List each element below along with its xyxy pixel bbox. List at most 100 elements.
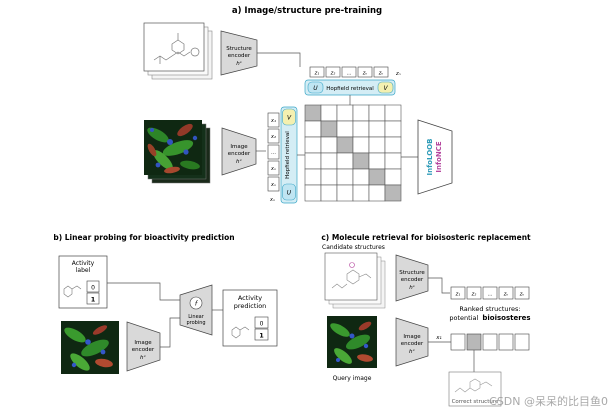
matrix-cell [320, 168, 338, 186]
matrix-cell [304, 152, 322, 170]
matrix-cell [320, 136, 338, 154]
structure-encoder-label-2: encoder [228, 53, 251, 59]
retrieved-cell [466, 333, 482, 351]
matrix-cell [336, 184, 354, 202]
structure-encoder-label-1: Structure [226, 46, 252, 52]
image-encoder-c-label-1: Image [403, 334, 421, 340]
matrix-cell [304, 120, 322, 138]
linear-probing-block: f Linear probing [179, 284, 213, 336]
matrix-cell [352, 136, 370, 154]
matrix-cell [384, 152, 402, 170]
z-label-5: zₙ [378, 71, 384, 77]
x-label-2: x₂ [270, 134, 276, 140]
matrix-diagonal-cell [320, 120, 338, 138]
section-b: b) Linear probing for bioactivity predic… [53, 233, 278, 374]
matrix-cell [384, 120, 402, 138]
matrix-cell [320, 184, 338, 202]
query-image-label: Query image [333, 375, 372, 382]
image-encoder-label-2: encoder [228, 151, 251, 157]
v-token-top [377, 81, 394, 94]
z-c-label-4: zₙ [503, 292, 509, 298]
connector-structure-to-row [257, 52, 301, 67]
x-label-3: … [271, 150, 276, 156]
bioisosteres-text: bioisosteres [482, 314, 530, 322]
x1-label: x₁ [435, 335, 441, 341]
structure-encoder-c-label-2: encoder [401, 277, 424, 283]
svg-text:potential bioisosteres: potential bioisosteres [449, 314, 530, 322]
structure-encoder-a: Structure encoder hˢ [220, 30, 258, 76]
matrix-cell [304, 184, 322, 202]
section-a-title: a) Image/structure pre-training [232, 6, 382, 16]
ranked-structures-text-1: Ranked structures: [459, 305, 520, 313]
image-encoder-b: Image encoder hˣ [126, 321, 161, 372]
section-c: c) Molecule retrieval for bioisosteric r… [321, 233, 531, 407]
connector-encoder-to-probe [160, 317, 180, 348]
image-encoder-label-3: hˣ [236, 159, 242, 165]
x-tail-label: xₙ [269, 197, 275, 203]
similarity-matrix [297, 95, 418, 202]
candidate-molecule-card [324, 252, 386, 309]
image-encoder-b-label-3: hˣ [140, 355, 146, 361]
u-token-side [282, 183, 296, 201]
activity-prediction-text-2: prediction [234, 302, 267, 310]
matrix-cell [352, 184, 370, 202]
image-encoder-a: Image encoder hˣ [221, 127, 257, 176]
u-token-top [307, 81, 324, 94]
matrix-cell [384, 168, 402, 186]
loss-block: InfoLOOB InfoNCE [417, 119, 453, 195]
hopfield-retrieval-horizontal: U Hopfield retrieval V [304, 79, 396, 96]
activity-label-text-2: label [76, 267, 91, 274]
connector-label-to-probe [107, 282, 180, 301]
matrix-cell [368, 152, 386, 170]
matrix-cell [384, 104, 402, 122]
activity-label-box: Activity label 0 1 [58, 255, 108, 309]
hopfield-label-horizontal: Hopfield retrieval [326, 86, 374, 92]
section-a: a) Image/structure pre-training Structur… [143, 6, 453, 204]
activity-prediction-text-1: Activity [238, 294, 262, 302]
matrix-diagonal-cell [304, 104, 322, 122]
z-row-a: z₁ z₂ … zₙ zₙ zₙ [309, 66, 401, 78]
u-label-side: U [287, 190, 292, 197]
structure-encoder-label-3: hˢ [236, 61, 242, 67]
molecule-card-a [143, 22, 213, 80]
correct-structure-box: Correct structure [448, 371, 502, 407]
matrix-cell [304, 168, 322, 186]
molecule-icon-prediction [231, 326, 250, 339]
z-label-4: zₙ [362, 71, 368, 77]
label-value-0: 0 [91, 285, 95, 292]
linear-probing-label-2: probing [186, 320, 205, 326]
z-c-label-5: zₙ [519, 292, 525, 298]
z-label-3: … [347, 71, 352, 77]
molecule-icon-small [63, 285, 82, 298]
z-c-label-3: … [488, 292, 493, 298]
matrix-cell [368, 120, 386, 138]
z-tail-label: zₙ [395, 71, 401, 77]
matrix-cell [352, 120, 370, 138]
hopfield-label-vertical: Hopfield retrieval [285, 131, 291, 179]
matrix-cell [336, 104, 354, 122]
structure-encoder-c: Structure encoder hˢ [395, 254, 429, 302]
f-symbol: f [195, 300, 199, 308]
x-label-4: xₙ [270, 166, 276, 172]
matrix-cell [368, 104, 386, 122]
candidate-structures-label: Candidate structures [322, 244, 385, 251]
microscopy-image-a [144, 120, 211, 184]
matrix-cell [320, 152, 338, 170]
molecule-icon-c [331, 262, 372, 289]
matrix-cell [368, 184, 386, 202]
matrix-cell [304, 136, 322, 154]
infoloob-label: InfoLOOB [426, 139, 434, 176]
z-c-label-2: z₂ [471, 292, 477, 298]
cell-texture [147, 123, 200, 174]
ranked-structures-label: Ranked structures: potential bioisostere… [449, 305, 530, 322]
matrix-diagonal-cell [352, 152, 370, 170]
z-label-1: z₁ [314, 71, 320, 77]
image-encoder-c-label-3: hˣ [409, 349, 415, 355]
query-image [327, 316, 377, 368]
linear-probing-label-1: Linear [188, 314, 204, 320]
f-circle [189, 296, 203, 310]
v-token-side [282, 108, 296, 126]
label-value-1: 1 [91, 296, 96, 304]
matrix-cell [384, 136, 402, 154]
